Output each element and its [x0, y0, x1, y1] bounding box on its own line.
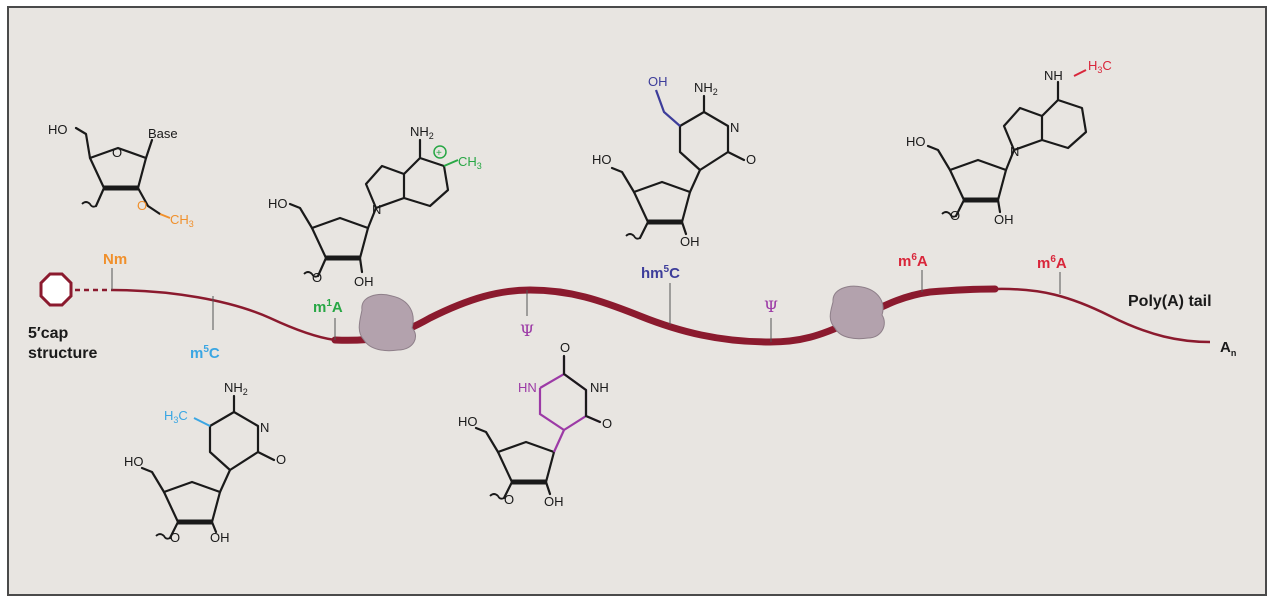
cap-octagon-icon: [39, 272, 73, 307]
structure-m5c: NH2 H3C N O HO OH O: [124, 380, 286, 545]
m6a-ho-text: HO: [906, 134, 926, 149]
nm-ring: [88, 146, 148, 190]
m5c-n-text: N: [260, 420, 269, 435]
m5c-o2-text: O: [170, 530, 180, 545]
ribosome-1: [358, 294, 416, 352]
m1a-bonds: [288, 202, 378, 278]
hm5c-ch2oh: [654, 89, 681, 127]
nm-base-text: Base: [148, 126, 178, 141]
m1a-oh-text: OH: [354, 274, 374, 289]
label-m1a: m1A: [313, 298, 343, 316]
m5c-wavy: [155, 533, 171, 540]
psi-c-c-bond: [552, 429, 566, 453]
psi-wavy: [489, 493, 505, 500]
m6a-n-text: N: [1010, 144, 1019, 159]
nm-ring-o-text: O: [112, 145, 122, 160]
psi-ring: [496, 440, 556, 484]
structure-m1a: + NH2 CH3 N HO OH O: [268, 124, 482, 289]
m6a-bonds: [926, 144, 1016, 218]
m1a-ring: [310, 216, 370, 260]
m5c-oh-text: OH: [210, 530, 230, 545]
label-m5c: m5C: [190, 344, 220, 362]
m6a-oh-text: OH: [994, 212, 1014, 227]
hm5c-oh-text: OH: [648, 74, 668, 89]
psi-nh-text: NH: [590, 380, 609, 395]
hm5c-wavy: [625, 233, 641, 240]
m6a-h3c-text: H3C: [1088, 58, 1112, 75]
m1a-plus-text: +: [436, 148, 442, 159]
label-m6a-2: m6A: [1037, 254, 1067, 272]
nm-bonds: [74, 126, 162, 216]
m5c-methyl-bond: [193, 417, 211, 427]
m5c-h3c-text: H3C: [164, 408, 188, 425]
structure-hm5c: OH NH2 N O HO OH: [592, 74, 756, 249]
label-nm: Nm: [103, 251, 127, 268]
strand-thick-coding: [331, 285, 999, 346]
strand-thin-5prime: [111, 288, 336, 342]
psi-oh-text: OH: [544, 494, 564, 509]
psi-pyrimidine-black: [562, 354, 602, 424]
strand-thin-3prime: [994, 287, 1211, 344]
ribosome-2: [829, 285, 885, 340]
m1a-m1-bond: [443, 159, 459, 167]
nm-ch3-text: CH3: [170, 212, 194, 229]
psi-o-top-text: O: [560, 340, 570, 355]
modification-ticks: [111, 268, 1061, 342]
m6a-methyl-bond: [1073, 69, 1087, 77]
m5c-nh2-text: NH2: [224, 380, 248, 397]
m1a-n-text: N: [372, 202, 381, 217]
label-cap: 5′cap: [28, 325, 69, 342]
m1a-purine: [364, 138, 450, 210]
label-cap-2: structure: [28, 345, 97, 362]
m5c-o-text: O: [276, 452, 286, 467]
label-m6a-1: m6A: [898, 252, 928, 270]
m1a-ch3-text: CH3: [458, 154, 482, 171]
hm5c-ho-text: HO: [592, 152, 612, 167]
m6a-nh-text: NH: [1044, 68, 1063, 83]
ribosome-2-shape: [829, 285, 885, 340]
m6a-purine: [1002, 80, 1088, 152]
structure-m6a: NH H3C N HO OH O: [906, 58, 1112, 227]
psi-o-right-text: O: [602, 416, 612, 431]
ribosome-1-shape: [358, 294, 416, 352]
label-psi-2: Ψ: [764, 297, 778, 316]
m1a-nh2-text: NH2: [410, 124, 434, 141]
m6a-wavy: [941, 211, 957, 218]
label-hm5c: hm5C: [641, 264, 680, 282]
hm5c-oh2-text: OH: [680, 234, 700, 249]
m5c-bonds: [140, 466, 232, 540]
psi-o2-text: O: [504, 492, 514, 507]
hm5c-bonds: [610, 166, 702, 240]
m1a-o-text: O: [312, 270, 322, 285]
psi-ho-text: HO: [458, 414, 478, 429]
m6a-ring: [948, 158, 1008, 202]
nm-wavy: [81, 201, 97, 208]
hm5c-ring: [632, 180, 692, 224]
m1a-ho-text: HO: [268, 196, 288, 211]
m5c-ho-text: HO: [124, 454, 144, 469]
label-psi-1: Ψ: [520, 321, 534, 340]
m1a-wavy: [303, 271, 319, 278]
structure-psi: O HN NH O HO OH O: [458, 340, 612, 509]
m5c-ring: [162, 480, 222, 524]
nm-och3-bond: [159, 213, 171, 219]
label-an: An: [1220, 339, 1236, 358]
m1a-plus-circle: [433, 145, 447, 159]
hm5c-nh2-text: NH2: [694, 80, 718, 97]
hm5c-pyrimidine: [678, 94, 746, 172]
m5c-pyrimidine: [208, 394, 276, 472]
structure-nm: HO O Base O CH3: [48, 122, 194, 229]
psi-hn-text: HN: [518, 380, 537, 395]
hm5c-n-text: N: [730, 120, 739, 135]
nm-ho-text: HO: [48, 122, 68, 137]
hm5c-o-text: O: [746, 152, 756, 167]
m6a-o-text: O: [950, 208, 960, 223]
nm-o-text: O: [137, 198, 147, 213]
mrna-strand: [75, 285, 1211, 346]
label-polya: Poly(A) tail: [1128, 293, 1212, 310]
psi-bonds: [474, 426, 552, 500]
